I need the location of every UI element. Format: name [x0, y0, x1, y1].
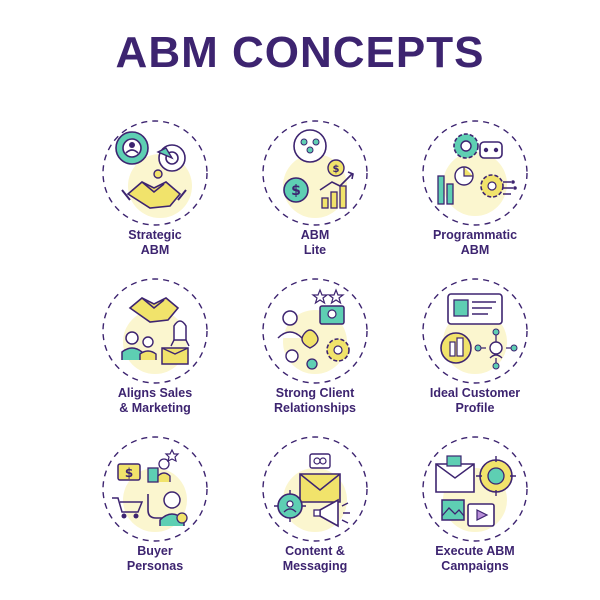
- svg-text:$: $: [125, 466, 133, 480]
- cart-persona-icon: $: [102, 436, 208, 542]
- robot-gear-chart-icon: [422, 120, 528, 226]
- svg-text:$: $: [291, 183, 301, 199]
- handshake-rocket-box-icon: [102, 278, 208, 384]
- id-card-network-icon: [422, 278, 528, 384]
- page-title: ABM CONCEPTS: [115, 28, 485, 77]
- concept-content-messaging: Content &Messaging: [225, 426, 385, 584]
- envelope-target-video-icon: [422, 436, 528, 542]
- envelope-megaphone-icon: [262, 436, 368, 542]
- target-handshake-icon: [102, 120, 208, 226]
- client-heart-gear-icon: [262, 278, 368, 384]
- concept-aligns-sales-marketing: Aligns Sales& Marketing: [65, 268, 225, 426]
- concept-label: Aligns Sales& Marketing: [117, 386, 193, 415]
- concept-label: Content &Messaging: [282, 544, 348, 573]
- svg-text:$: $: [333, 164, 340, 175]
- team-money-growth-icon: $ $: [262, 120, 368, 226]
